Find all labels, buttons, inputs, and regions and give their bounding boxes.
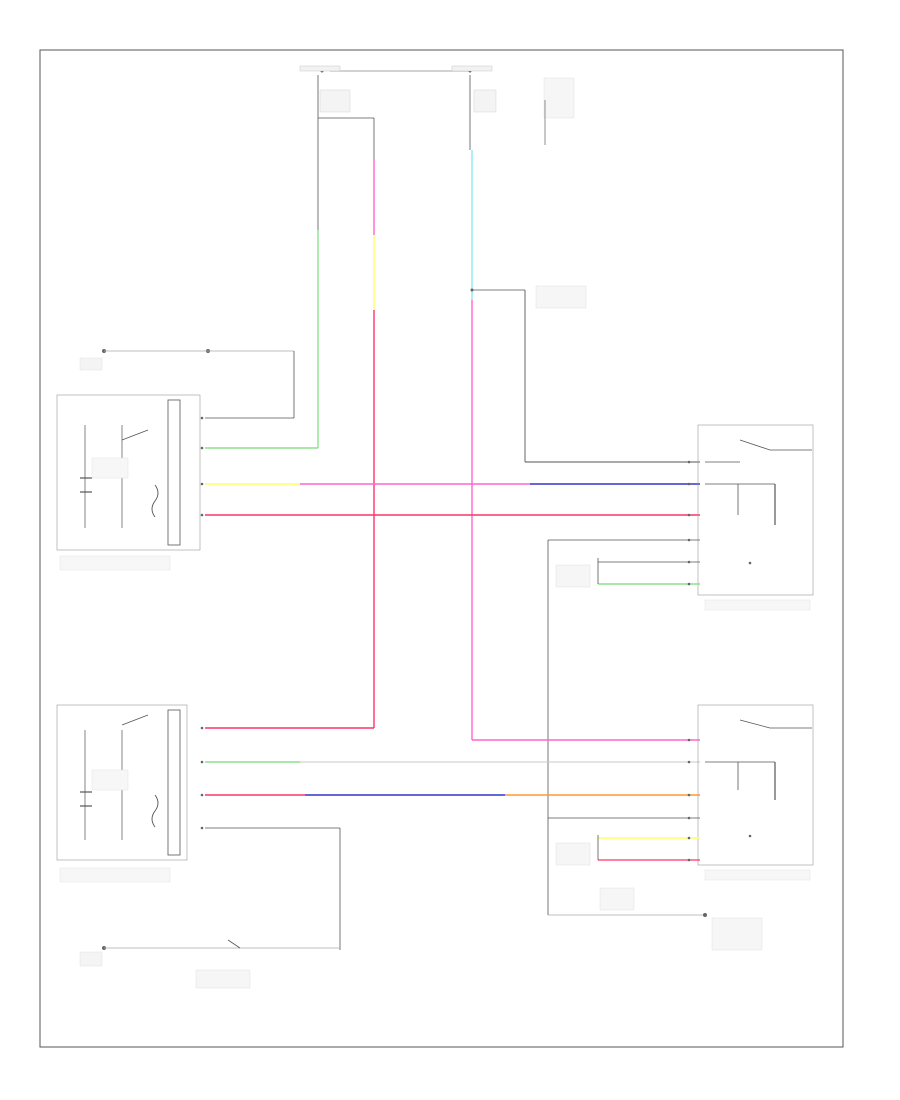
right-lower-aux-wires bbox=[548, 817, 700, 866]
upper-left-seat-heater bbox=[56, 394, 201, 571]
right-upper-aux-wires bbox=[547, 539, 700, 915]
lower-horizontal-wires bbox=[205, 727, 700, 950]
connector-pins bbox=[200, 416, 691, 862]
lower-left-seat-heater bbox=[56, 704, 188, 883]
upper-horizontal-wires bbox=[205, 447, 700, 516]
bottom-ground-runs bbox=[79, 887, 763, 989]
diagram-frame bbox=[39, 49, 844, 1048]
right-upper-seat-switch bbox=[697, 424, 814, 611]
fuse-block-left bbox=[317, 75, 375, 230]
trunk-wires bbox=[317, 150, 587, 740]
fuse-block-right bbox=[469, 75, 575, 150]
upper-left-ground-run bbox=[79, 349, 295, 419]
right-lower-seat-switch bbox=[697, 704, 814, 881]
top-power-bus bbox=[299, 65, 493, 73]
